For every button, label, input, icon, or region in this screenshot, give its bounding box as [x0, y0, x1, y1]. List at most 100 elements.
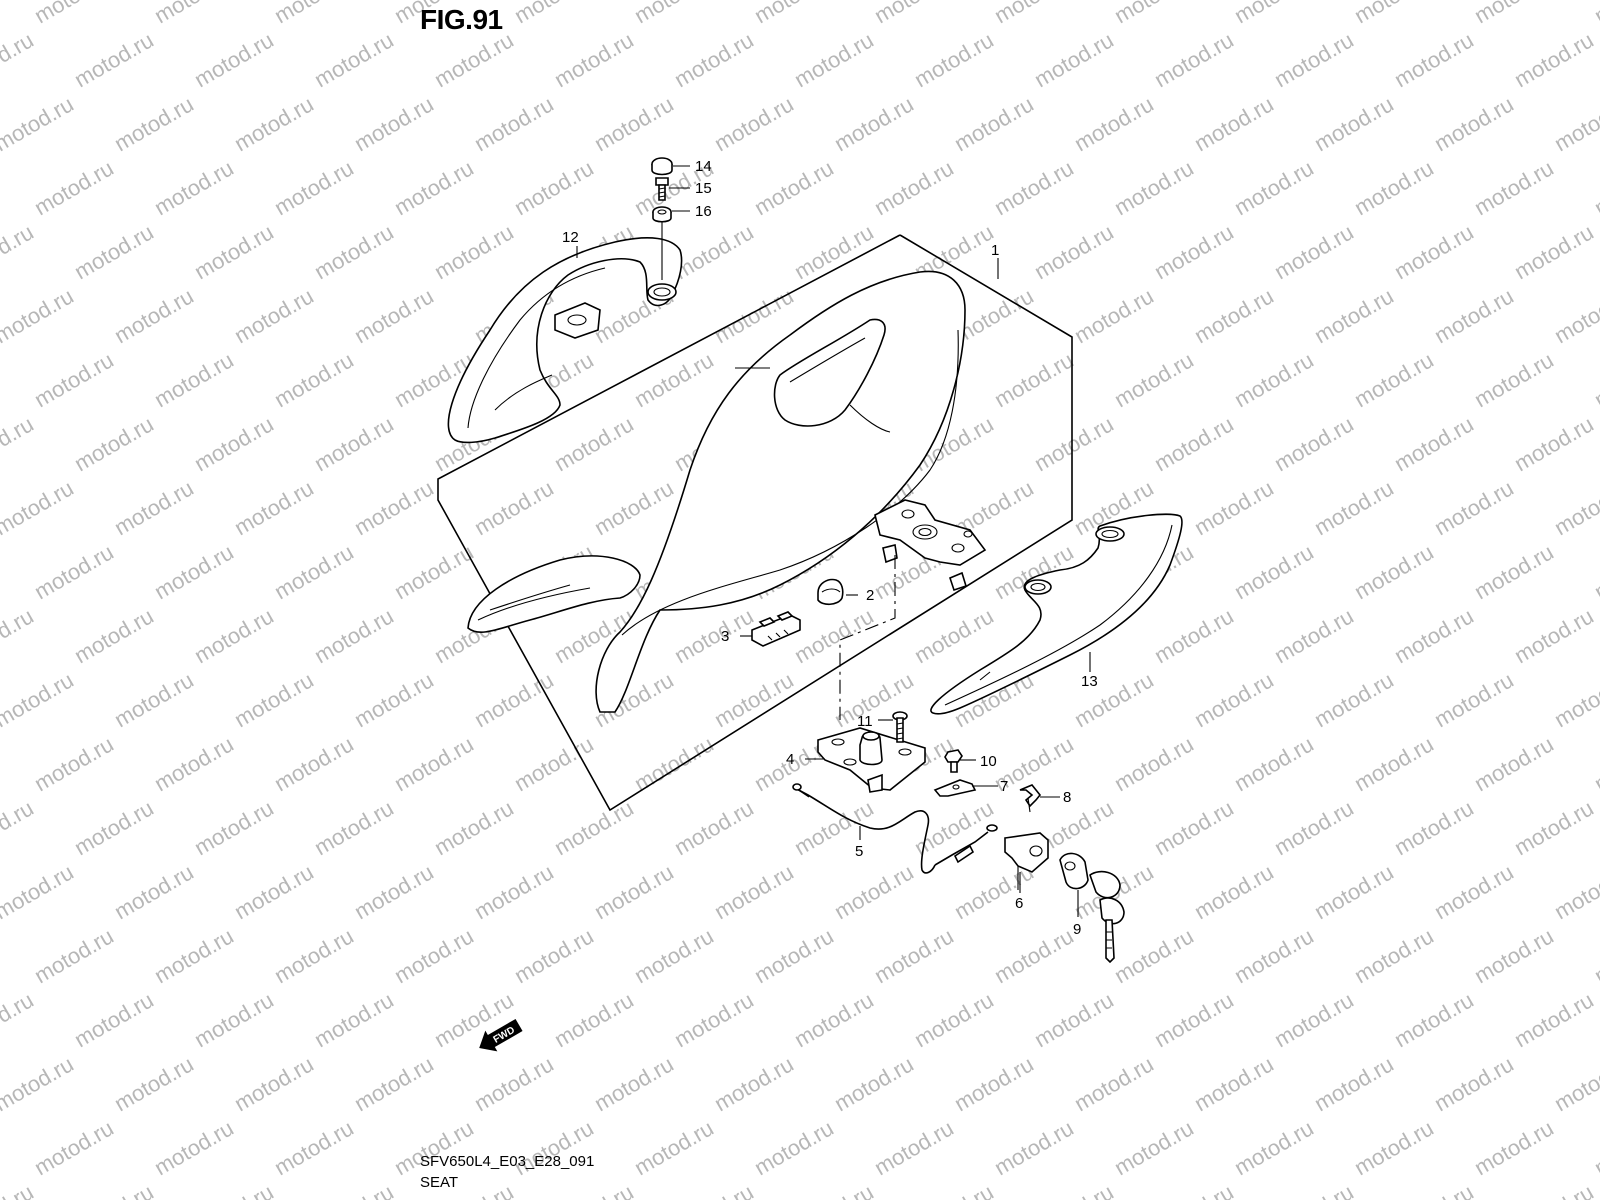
watermark-text: motod.ru: [0, 283, 78, 348]
watermark-text: motod.ru: [1390, 1179, 1478, 1200]
watermark-text: motod.ru: [510, 923, 598, 988]
watermark-text: motod.ru: [1550, 91, 1600, 156]
watermark-text: motod.ru: [1430, 283, 1518, 348]
watermark-text: motod.ru: [1070, 1051, 1158, 1116]
watermark-text: motod.ru: [1470, 347, 1558, 412]
watermark-text: motod.ru: [790, 603, 878, 668]
watermark-text: motod.ru: [550, 1179, 638, 1200]
watermark-text: motod.ru: [430, 795, 518, 860]
watermark-text: motod.ru: [150, 1115, 238, 1180]
watermark-text: motod.ru: [110, 667, 198, 732]
watermark-text: motod.ru: [1150, 987, 1238, 1052]
watermark-text: motod.ru: [550, 987, 638, 1052]
grab-rail-right[interactable]: [930, 513, 1183, 715]
watermark-text: motod.ru: [1310, 475, 1398, 540]
watermark-text: motod.ru: [110, 283, 198, 348]
watermark-text: motod.ru: [830, 859, 918, 924]
watermark-text: motod.ru: [1430, 475, 1518, 540]
bolt-part-15[interactable]: [655, 177, 669, 201]
watermark-text: motod.ru: [1230, 1115, 1318, 1180]
watermark-text: motod.ru: [430, 27, 518, 92]
watermark-text: motod.ru: [30, 731, 118, 796]
watermark-text: motod.ru: [1590, 1115, 1600, 1180]
seat-bracket-plate: [874, 499, 987, 592]
seat-drawing[interactable]: [467, 270, 966, 713]
watermark-text: motod.ru: [270, 155, 358, 220]
watermark-text: motod.ru: [430, 987, 518, 1052]
watermark-text: motod.ru: [1150, 795, 1238, 860]
screw-part-11[interactable]: [892, 711, 908, 743]
watermark-text: motod.ru: [1350, 155, 1438, 220]
watermark-text: motod.ru: [30, 923, 118, 988]
watermark-text: motod.ru: [270, 347, 358, 412]
watermark-text: motod.ru: [1550, 667, 1600, 732]
damper-block-part[interactable]: [751, 611, 801, 647]
watermark-text: motod.ru: [0, 987, 38, 1052]
watermark-text: motod.ru: [910, 987, 998, 1052]
watermark-text: motod.ru: [750, 155, 838, 220]
watermark-text: motod.ru: [750, 0, 838, 28]
spring-clip-part-8[interactable]: [1019, 784, 1042, 813]
watermark-text: motod.ru: [670, 795, 758, 860]
watermark-text: motod.ru: [70, 987, 158, 1052]
watermark-text: motod.ru: [1510, 795, 1598, 860]
watermark-text: motod.ru: [30, 1115, 118, 1180]
watermark-text: motod.ru: [270, 539, 358, 604]
watermark-text: motod.ru: [390, 1115, 478, 1180]
fwd-label: FWD: [492, 1025, 517, 1046]
watermark-text: motod.ru: [550, 27, 638, 92]
watermark-text: motod.ru: [310, 27, 398, 92]
figure-code: SFV650L4_E03_E28_091: [420, 1153, 595, 1170]
watermark-text: motod.ru: [1470, 155, 1558, 220]
figure-title: FIG.91: [420, 4, 503, 35]
bolt-part-10[interactable]: [944, 749, 963, 773]
watermark-text: motod.ru: [1070, 91, 1158, 156]
seat-lock-assembly[interactable]: [817, 727, 926, 793]
cap-part[interactable]: [651, 157, 673, 176]
watermark-text: motod.ru: [790, 795, 878, 860]
watermark-text: motod.ru: [1150, 27, 1238, 92]
clip-part-7[interactable]: [933, 779, 977, 797]
watermark-text: motod.ru: [550, 795, 638, 860]
washer-part-16[interactable]: [652, 206, 672, 223]
watermark-text: motod.ru: [230, 667, 318, 732]
watermark-text: motod.ru: [590, 475, 678, 540]
part-label-7: 7: [1000, 778, 1008, 795]
watermark-text: motod.ru: [710, 1051, 798, 1116]
part-label-16: 16: [695, 203, 712, 220]
watermark-text: motod.ru: [550, 411, 638, 476]
watermark-text: motod.ru: [230, 859, 318, 924]
watermark-text: motod.ru: [270, 1115, 358, 1180]
watermark-text: motod.ru: [870, 923, 958, 988]
watermark-text: motod.ru: [1070, 283, 1158, 348]
watermark-text: motod.ru: [430, 219, 518, 284]
watermark-text: motod.ru: [1310, 859, 1398, 924]
watermark-text: motod.ru: [1310, 1051, 1398, 1116]
watermark-text: motod.ru: [470, 475, 558, 540]
lock-set-part-9[interactable]: [1059, 852, 1125, 964]
watermark-text: motod.ru: [1310, 91, 1398, 156]
watermark-text: motod.ru: [1390, 411, 1478, 476]
watermark-text: motod.ru: [510, 1115, 598, 1180]
watermark-text: motod.ru: [150, 347, 238, 412]
watermark-text: motod.ru: [790, 987, 878, 1052]
release-cable-part-5[interactable]: [792, 783, 998, 874]
watermark-text: motod.ru: [310, 219, 398, 284]
watermark-text: motod.ru: [1310, 667, 1398, 732]
alignment-lines: [839, 555, 896, 720]
watermark-text: motod.ru: [1430, 859, 1518, 924]
watermark-text: motod.ru: [230, 1051, 318, 1116]
watermark-text: motod.ru: [1590, 347, 1600, 412]
cushion-part[interactable]: [817, 578, 844, 606]
watermark-text: motod.ru: [1430, 1051, 1518, 1116]
grab-rail-left[interactable]: [447, 237, 683, 444]
watermark-text: motod.ru: [1550, 475, 1600, 540]
watermark-text: motod.ru: [1110, 1115, 1198, 1180]
watermark-text: motod.ru: [350, 91, 438, 156]
watermark-text: motod.ru: [990, 155, 1078, 220]
part-label-9: 9: [1073, 921, 1081, 938]
watermark-text: motod.ru: [1190, 859, 1278, 924]
watermark-text: motod.ru: [1470, 0, 1558, 28]
watermark-text: motod.ru: [710, 859, 798, 924]
bracket-part-6[interactable]: [1004, 832, 1049, 890]
